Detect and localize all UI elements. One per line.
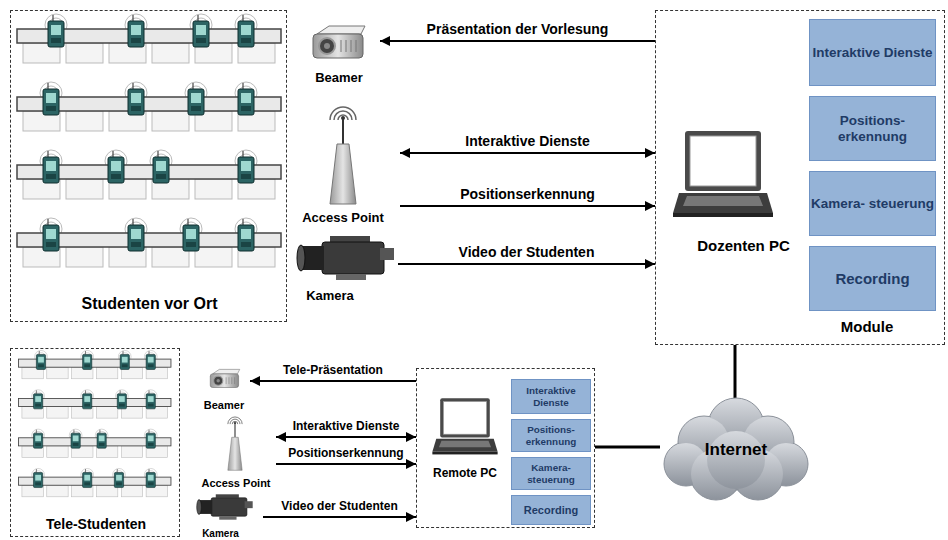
internet-cloud: Internet [660, 398, 812, 506]
node-label: Tele-Studenten [46, 516, 146, 532]
module-box: Recording [809, 246, 936, 311]
edge-label: Präsentation der Vorlesung [427, 21, 609, 37]
connector [276, 436, 416, 438]
edge-label-holder: Video der Studenten [281, 496, 397, 514]
text-holder: Remote PC [419, 463, 511, 481]
module-label: Kamera- steuerung [811, 196, 934, 212]
connector [250, 380, 416, 382]
edge-label: Video der Studenten [281, 500, 397, 514]
beamer-icon [309, 22, 369, 64]
module-label: Positions- erkennung [512, 424, 590, 447]
node-label: Beamer [315, 71, 363, 86]
edge-label: Positionserkennung [288, 447, 403, 461]
module-label: Recording [524, 504, 578, 517]
beamer-icon [208, 366, 242, 392]
edge-label-holder: Positionserkennung [460, 185, 595, 203]
node-label: Dozenten PC [697, 237, 790, 254]
text-holder: Recording [810, 247, 935, 310]
desks-icon [11, 15, 288, 295]
cam-icon [296, 232, 396, 284]
remote-pc-group: Remote PC Interaktive DienstePositions- e… [416, 368, 595, 528]
edge-label-holder: Video der Studenten [459, 243, 595, 261]
module-box: Positions- erkennung [809, 96, 936, 161]
edge-label: Positionserkennung [460, 186, 595, 202]
text-holder: Internet [660, 440, 812, 460]
module-label: Positions- erkennung [810, 113, 935, 144]
laptop-icon [429, 397, 501, 459]
text-holder: Access Point [196, 473, 276, 491]
node-label: Access Point [302, 211, 384, 226]
text-holder: Interaktive Dienste [512, 380, 590, 413]
text-holder: Kamera [193, 523, 248, 540]
connector [398, 263, 655, 265]
connector [263, 516, 416, 518]
text-holder: Beamer [298, 68, 380, 86]
student-group: Studenten vor Ort [10, 10, 287, 322]
text-holder: Recording [512, 496, 590, 524]
text-holder: Studenten vor Ort [11, 295, 288, 313]
lecturer-pc-group: Dozenten PC Module Interaktive DienstePosi… [655, 10, 945, 345]
beamer-device: Beamer [198, 366, 250, 412]
edge-label: Tele-Präsentation [283, 364, 383, 378]
node-label: Internet [705, 440, 767, 460]
node-label: Studenten vor Ort [81, 295, 217, 313]
beamer-device: Beamer [298, 22, 380, 88]
connector [400, 152, 655, 154]
connector [400, 205, 655, 207]
module-box: Positions- erkennung [511, 419, 591, 452]
access-point-device: Access Point [286, 110, 400, 226]
text-holder: Kamera [290, 286, 370, 304]
text-holder: Positions- erkennung [512, 420, 590, 451]
module-label: Interaktive Dienste [812, 45, 932, 61]
cam-icon [195, 492, 255, 522]
node-label: Remote PC [433, 467, 497, 481]
text-holder: Kamera- steuerung [810, 172, 935, 235]
node-label: Beamer [204, 399, 244, 412]
node-label: Access Point [201, 477, 270, 490]
module-box: Kamera- steuerung [809, 171, 936, 236]
edge-label: Video der Studenten [459, 244, 595, 260]
text-holder: Dozenten PC [661, 237, 826, 255]
module-box: Interaktive Dienste [511, 379, 591, 414]
node-label: Kamera [306, 289, 354, 304]
edge-label-holder: Tele-Präsentation [283, 360, 383, 378]
module-label: Interaktive Dienste [512, 385, 590, 408]
edge-label-holder: Interaktive Dienste [293, 416, 400, 434]
tele-student-group: Tele-Studenten [10, 348, 180, 537]
edge-label-holder: Interaktive Dienste [465, 132, 590, 150]
access-point-device: Access Point [196, 418, 276, 488]
edge-label-holder: Präsentation der Vorlesung [427, 20, 609, 38]
module-box: Recording [511, 495, 591, 525]
text-holder: Tele-Studenten [11, 515, 181, 533]
module-box: Interaktive Dienste [809, 19, 936, 86]
edge-label: Interaktive Dienste [465, 133, 590, 149]
ap-icon [224, 418, 246, 472]
connector [380, 40, 655, 42]
text-holder: Module [822, 318, 912, 336]
connector [595, 446, 660, 449]
text-holder: Access Point [286, 208, 400, 226]
edge-label-holder: Positionserkennung [288, 443, 403, 461]
desks-icon [15, 351, 175, 513]
laptop-icon [673, 129, 773, 224]
text-holder: Interaktive Dienste [810, 20, 935, 85]
text-holder: Positions- erkennung [810, 97, 935, 160]
camera-device: Kamera [193, 492, 263, 537]
module-box: Kamera- steuerung [511, 457, 591, 490]
camera-device: Kamera [290, 230, 398, 304]
module-label: Kamera- steuerung [512, 462, 590, 485]
module-label: Recording [835, 270, 909, 287]
node-label: Module [841, 318, 894, 335]
text-holder: Beamer [198, 395, 250, 413]
ap-icon [323, 110, 363, 206]
edge-label: Interaktive Dienste [293, 420, 400, 434]
text-holder: Kamera- steuerung [512, 458, 590, 489]
connector [734, 345, 737, 398]
node-label: Kamera [202, 528, 239, 540]
connector [276, 463, 416, 465]
